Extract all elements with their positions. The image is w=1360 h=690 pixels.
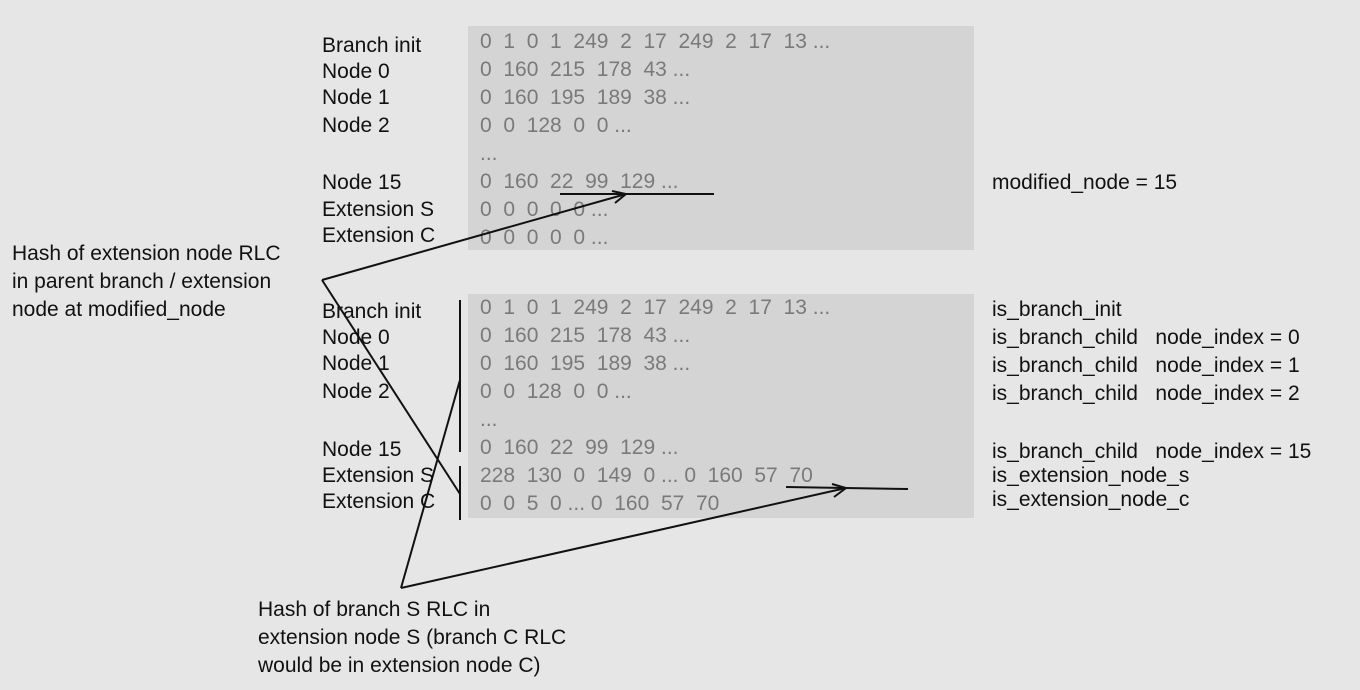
annotation-branch-hash: Hash of branch S RLC in extension node S… — [258, 598, 567, 677]
top-row-value-node-1: 0 160 195 189 38 ... — [480, 86, 691, 109]
bottom-row-flag-branch-init: is_branch_init — [992, 298, 1122, 321]
top-row-label-node-0: Node 0 — [322, 60, 390, 83]
modified-node-text: modified_node = 15 — [992, 171, 1178, 194]
bottom-row-flag-extension-c: is_extension_node_c — [992, 488, 1190, 511]
top-row-value-node-2: 0 0 128 0 0 ... — [480, 114, 632, 137]
top-row-value-extension-s: 0 0 0 0 0 ... — [480, 198, 609, 221]
bottom-row-value-node-1: 0 160 195 189 38 ... — [480, 352, 691, 375]
bottom-row-label-node-0: Node 0 — [322, 326, 390, 349]
top-row-label-node-15: Node 15 — [322, 171, 402, 194]
bottom-row-value-extension-c: 0 0 5 0 ... 0 160 57 70 — [480, 492, 720, 515]
top-row-label-extension-s: Extension S — [322, 198, 435, 221]
bottom-row-value-node-0: 0 160 215 178 43 ... — [480, 324, 691, 347]
top-arrowhead — [611, 190, 629, 204]
bottom-annotation-to-ext-arrow — [400, 487, 847, 589]
top-row-label-node-2: Node 2 — [322, 114, 390, 137]
top-row-value-node-15: 0 160 22 99 129 ... — [480, 170, 679, 193]
top-row-label-extension-c: Extension C — [322, 224, 436, 247]
bottom-row-flag-node-1: is_branch_child node_index = 1 — [992, 354, 1300, 377]
bottom-row-flag-node-15: is_branch_child node_index = 15 — [992, 440, 1312, 463]
top-row-value-branch-init: 0 1 0 1 249 2 17 249 2 17 13 ... — [480, 30, 831, 53]
bottom-row-flag-node-0: is_branch_child node_index = 0 — [992, 326, 1300, 349]
bottom-row-flag-node-2: is_branch_child node_index = 2 — [992, 382, 1300, 405]
top-row-label-branch-init: Branch init — [322, 34, 422, 57]
top-row-value-ellipsis: ... — [480, 142, 498, 165]
bottom-row-label-node-2: Node 2 — [322, 380, 390, 403]
ext-arrowhead — [831, 483, 849, 498]
bottom-row-label-node-15: Node 15 — [322, 438, 402, 461]
bottom-section-panel — [468, 294, 974, 518]
bottom-row-flag-extension-s: is_extension_node_s — [992, 464, 1190, 487]
top-row-value-node-0: 0 160 215 178 43 ... — [480, 58, 691, 81]
bottom-row-label-node-1: Node 1 — [322, 352, 390, 375]
bottom-row-value-extension-s: 228 130 0 149 0 ... 0 160 57 70 — [480, 464, 813, 487]
left-annotation-to-bracket — [321, 279, 461, 495]
top-row-label-node-1: Node 1 — [322, 86, 390, 109]
bottom-row-value-node-15: 0 160 22 99 129 ... — [480, 436, 679, 459]
top-section-panel — [468, 26, 974, 250]
top-row-value-extension-c: 0 0 0 0 0 ... — [480, 226, 609, 249]
annotation-extension-hash: Hash of extension node RLC in parent bra… — [12, 242, 281, 321]
bottom-row-value-node-2: 0 0 128 0 0 ... — [480, 380, 632, 403]
bottom-annotation-to-bracket — [400, 379, 461, 589]
bottom-row-value-ellipsis: ... — [480, 408, 498, 431]
bottom-row-value-branch-init: 0 1 0 1 249 2 17 249 2 17 13 ... — [480, 296, 831, 319]
left-annotation-to-top-arrow — [321, 193, 627, 281]
